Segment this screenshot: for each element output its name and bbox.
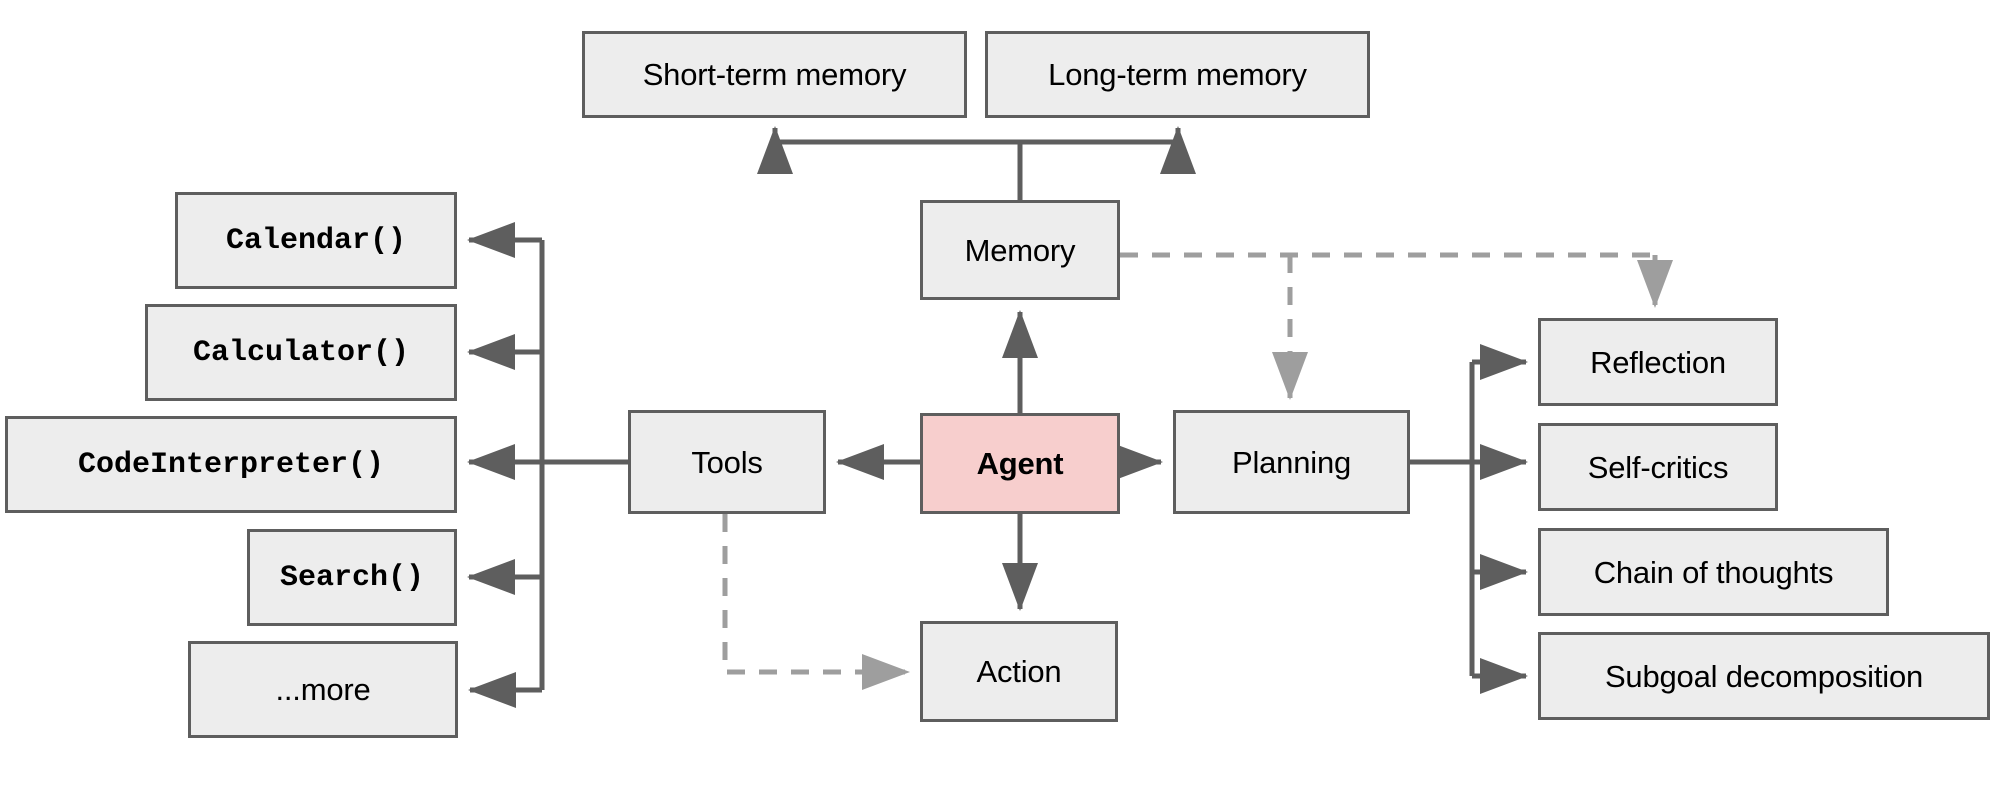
node-short-term-memory[interactable]: Short-term memory <box>582 31 967 118</box>
node-long-term-memory[interactable]: Long-term memory <box>985 31 1370 118</box>
node-subgoal-decomposition[interactable]: Subgoal decomposition <box>1538 632 1990 720</box>
node-label: Subgoal decomposition <box>1604 658 1924 694</box>
node-self-critics[interactable]: Self-critics <box>1538 423 1778 511</box>
node-label: Tools <box>691 444 763 480</box>
edge-memory-to-memory-bus <box>775 139 1023 200</box>
node-label: Calendar() <box>225 223 407 258</box>
node-planning[interactable]: Planning <box>1173 410 1410 514</box>
node-tools[interactable]: Tools <box>628 410 826 514</box>
node-tool-calculator[interactable]: Calculator() <box>145 304 457 401</box>
node-action[interactable]: Action <box>920 621 1118 722</box>
node-label: Self-critics <box>1587 449 1729 485</box>
node-label: Short-term memory <box>642 57 907 92</box>
edge-tools-to-action-dashed <box>722 514 911 690</box>
node-reflection[interactable]: Reflection <box>1538 318 1778 406</box>
node-agent[interactable]: Agent <box>920 413 1120 514</box>
node-memory[interactable]: Memory <box>920 200 1120 300</box>
node-label: CodeInterpreter() <box>77 447 385 482</box>
node-label: Planning <box>1231 444 1352 480</box>
node-label: ...more <box>275 672 371 707</box>
node-label: Calculator() <box>192 335 410 370</box>
node-label: Memory <box>964 232 1076 268</box>
node-tool-calendar[interactable]: Calendar() <box>175 192 457 289</box>
node-label: Reflection <box>1590 344 1726 380</box>
node-label: Search() <box>279 560 425 595</box>
node-label: Long-term memory <box>1048 57 1307 92</box>
node-label: Action <box>976 654 1062 689</box>
node-tool-more[interactable]: ...more <box>188 641 458 738</box>
node-tool-code-interpreter[interactable]: CodeInterpreter() <box>5 416 457 513</box>
node-label: Agent <box>976 446 1064 481</box>
node-tool-search[interactable]: Search() <box>247 529 457 626</box>
node-chain-of-thoughts[interactable]: Chain of thoughts <box>1538 528 1889 616</box>
node-label: Chain of thoughts <box>1593 554 1834 590</box>
